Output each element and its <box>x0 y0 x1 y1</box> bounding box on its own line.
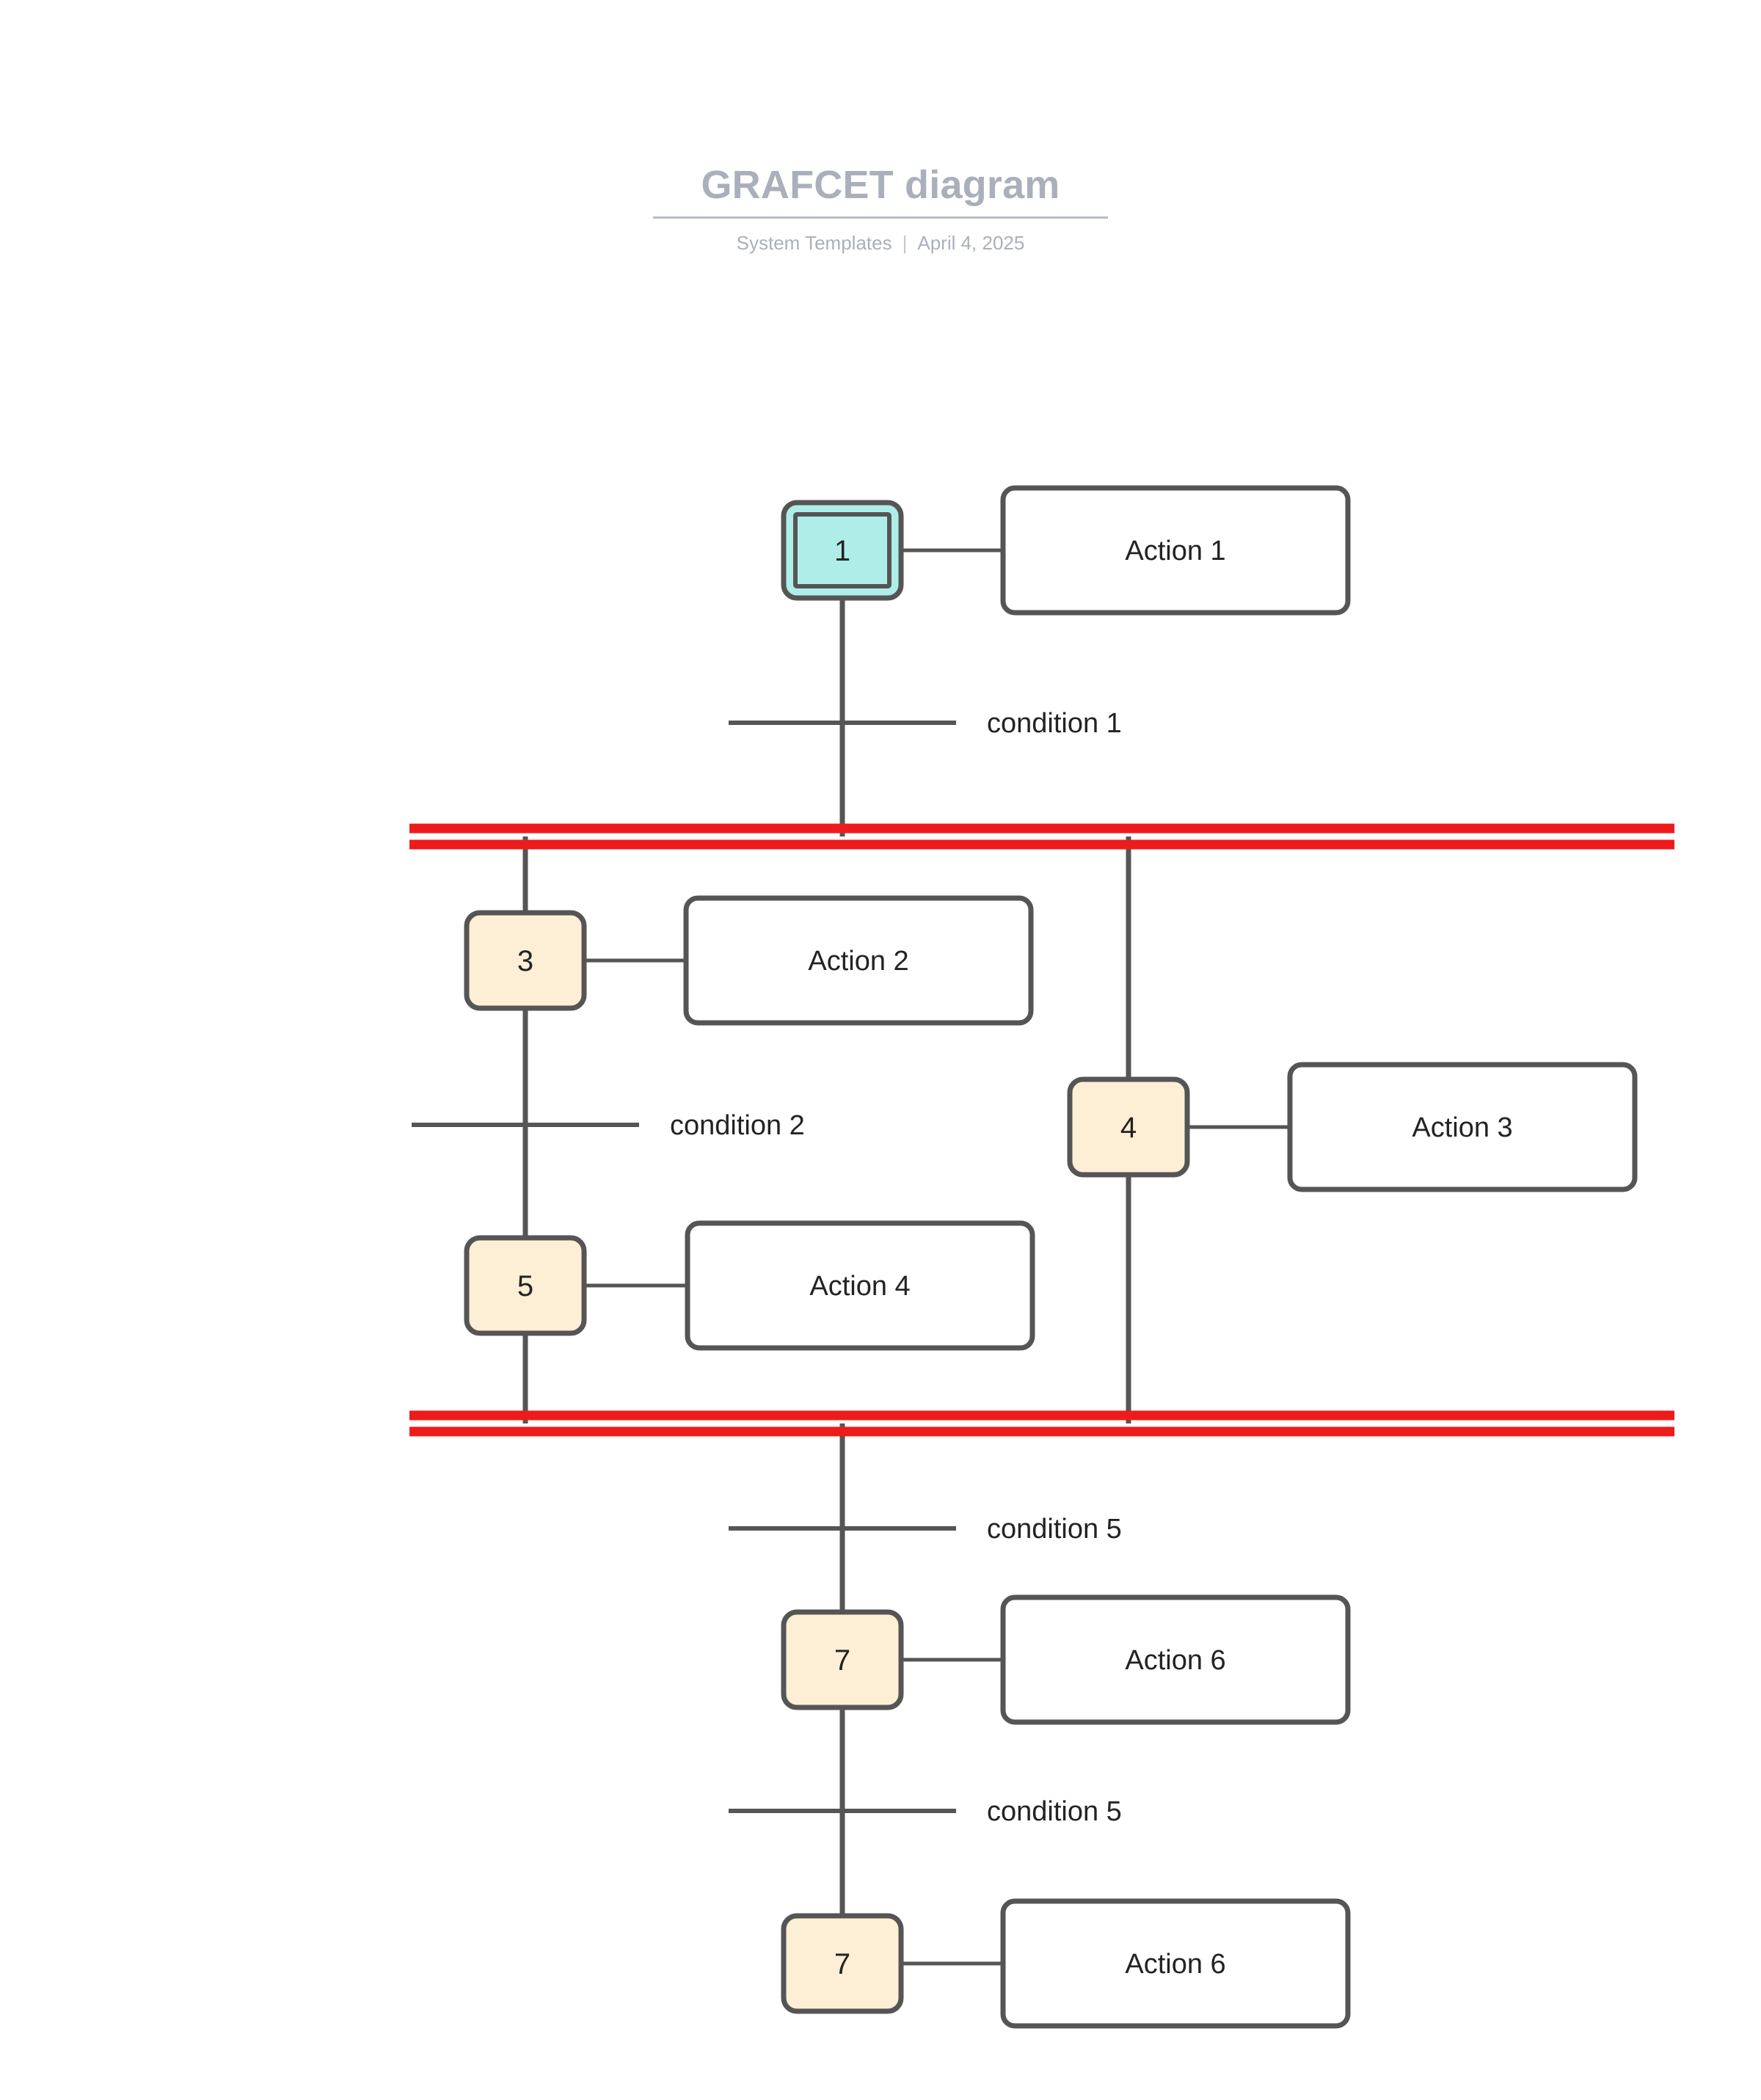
step-box[interactable] <box>1067 1076 1190 1178</box>
transition-condition-label: condition 2 <box>670 1110 805 1141</box>
step-box[interactable] <box>781 1913 904 2014</box>
action-block[interactable]: Action 6 <box>901 1898 1351 2029</box>
step-box[interactable] <box>464 910 587 1011</box>
action-box[interactable] <box>1000 485 1351 616</box>
action-label: Action 3 <box>1412 1112 1512 1143</box>
action-block[interactable]: Action 1 <box>901 485 1351 616</box>
parallel-bar-divergence <box>409 823 1674 850</box>
step[interactable]: 3 <box>464 910 587 1011</box>
parallel-bar-convergence <box>409 1410 1674 1437</box>
step-box[interactable] <box>464 1235 587 1336</box>
step-box[interactable] <box>781 1609 904 1710</box>
action-label: Action 6 <box>1125 1949 1225 1980</box>
action-block[interactable]: Action 4 <box>584 1220 1035 1351</box>
action-block[interactable]: Action 6 <box>901 1594 1351 1725</box>
action-label: Action 6 <box>1125 1645 1225 1676</box>
step-number: 7 <box>834 1644 850 1677</box>
subtitle-date: April 4, 2025 <box>917 231 1025 254</box>
connector-layer <box>522 598 1131 1916</box>
transition-condition-label: condition 1 <box>987 708 1122 739</box>
step[interactable]: 7 <box>781 1609 904 1710</box>
subtitle-separator: | <box>902 231 908 254</box>
action-box[interactable] <box>685 1220 1035 1351</box>
step-number: 4 <box>1120 1112 1137 1144</box>
step[interactable]: 4 <box>1067 1076 1190 1178</box>
action-box[interactable] <box>683 895 1034 1026</box>
transition-condition-label: condition 5 <box>987 1796 1122 1827</box>
transition[interactable]: condition 2 <box>412 1110 805 1141</box>
action-block[interactable]: Action 3 <box>1187 1062 1638 1192</box>
step-layer: 1 3 4 5 7 7 <box>464 500 1190 2014</box>
title-divider <box>653 216 1108 219</box>
step-number: 1 <box>834 535 850 567</box>
action-box[interactable] <box>1000 1898 1351 2029</box>
transition-layer: condition 1 condition 2 condition 5 conditi… <box>412 708 1122 1827</box>
step-number: 5 <box>517 1270 533 1302</box>
step-number: 3 <box>517 945 533 977</box>
step[interactable]: 7 <box>781 1913 904 2014</box>
action-label: Action 2 <box>808 946 908 977</box>
parallel-bar-layer <box>409 823 1674 1437</box>
page-title: GRAFCET diagram <box>701 163 1060 207</box>
initial-step-inner-box <box>793 512 892 588</box>
subtitle-collection: System Templates <box>736 231 892 254</box>
transition[interactable]: condition 1 <box>729 708 1122 739</box>
step-number: 7 <box>834 1948 850 1980</box>
transition[interactable]: condition 5 <box>729 1514 1122 1545</box>
document-subtitle: System Templates | April 4, 2025 <box>0 232 1761 255</box>
step[interactable]: 5 <box>464 1235 587 1336</box>
document-header: GRAFCET diagram System Templates | April 4… <box>0 0 1761 255</box>
action-layer: Action 1 Action 2 Action 3 Action 4 Action 6… <box>584 485 1638 2029</box>
initial-step[interactable]: 1 <box>781 500 904 601</box>
action-box[interactable] <box>1000 1594 1351 1725</box>
action-label: Action 4 <box>809 1271 910 1302</box>
transition[interactable]: condition 5 <box>729 1796 1122 1827</box>
transition-condition-label: condition 5 <box>987 1514 1122 1545</box>
action-box[interactable] <box>1287 1062 1638 1192</box>
action-label: Action 1 <box>1125 536 1225 566</box>
action-block[interactable]: Action 2 <box>584 895 1034 1026</box>
